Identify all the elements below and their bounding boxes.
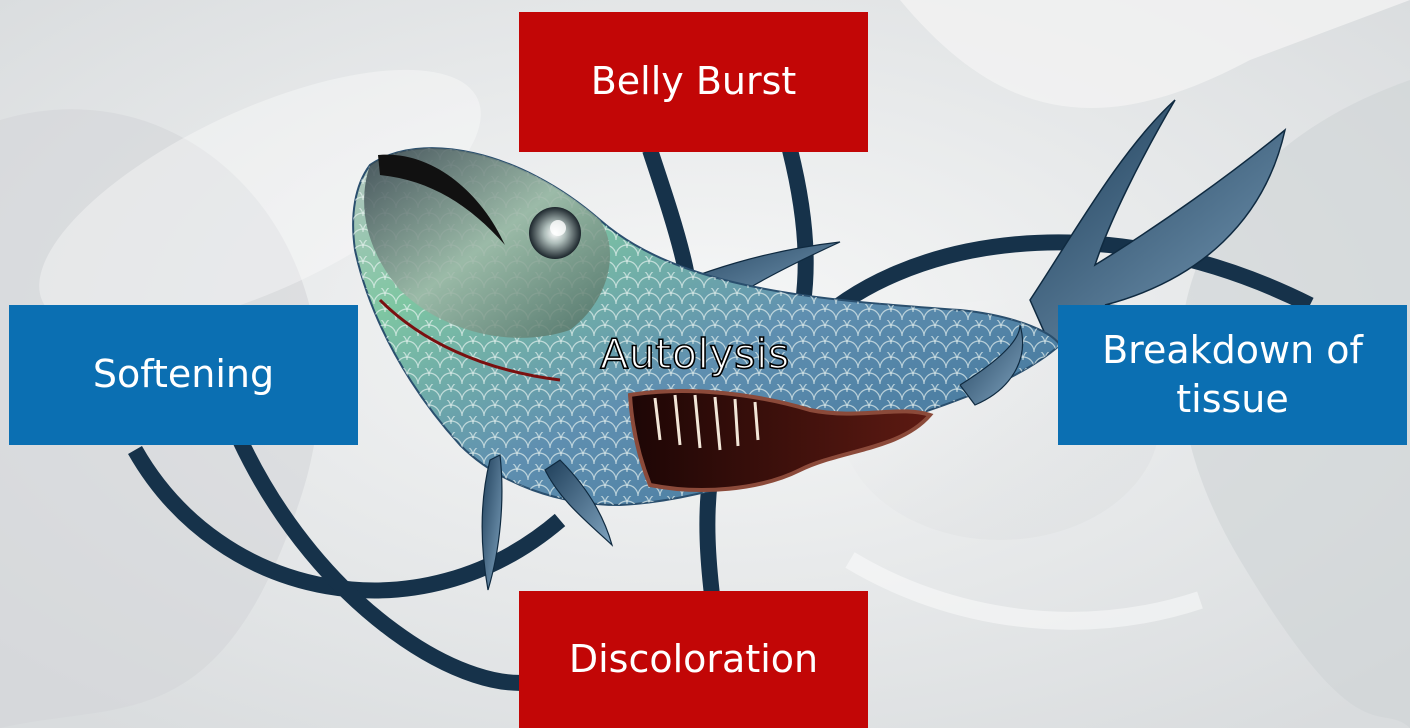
node-softening: Softening	[9, 305, 358, 445]
node-discoloration: Discoloration	[519, 591, 868, 728]
center-label: Autolysis	[560, 330, 830, 378]
node-discoloration-label: Discoloration	[569, 635, 818, 684]
node-softening-label: Softening	[93, 350, 274, 399]
fish-pelvic-fin	[482, 455, 502, 590]
node-belly-burst: Belly Burst	[519, 12, 868, 152]
node-breakdown-label-line2: tissue	[1176, 375, 1289, 424]
node-belly-burst-label: Belly Burst	[591, 57, 797, 106]
node-breakdown-of-tissue: Breakdown of tissue	[1058, 305, 1407, 445]
node-breakdown-label-line1: Breakdown of	[1102, 326, 1363, 375]
